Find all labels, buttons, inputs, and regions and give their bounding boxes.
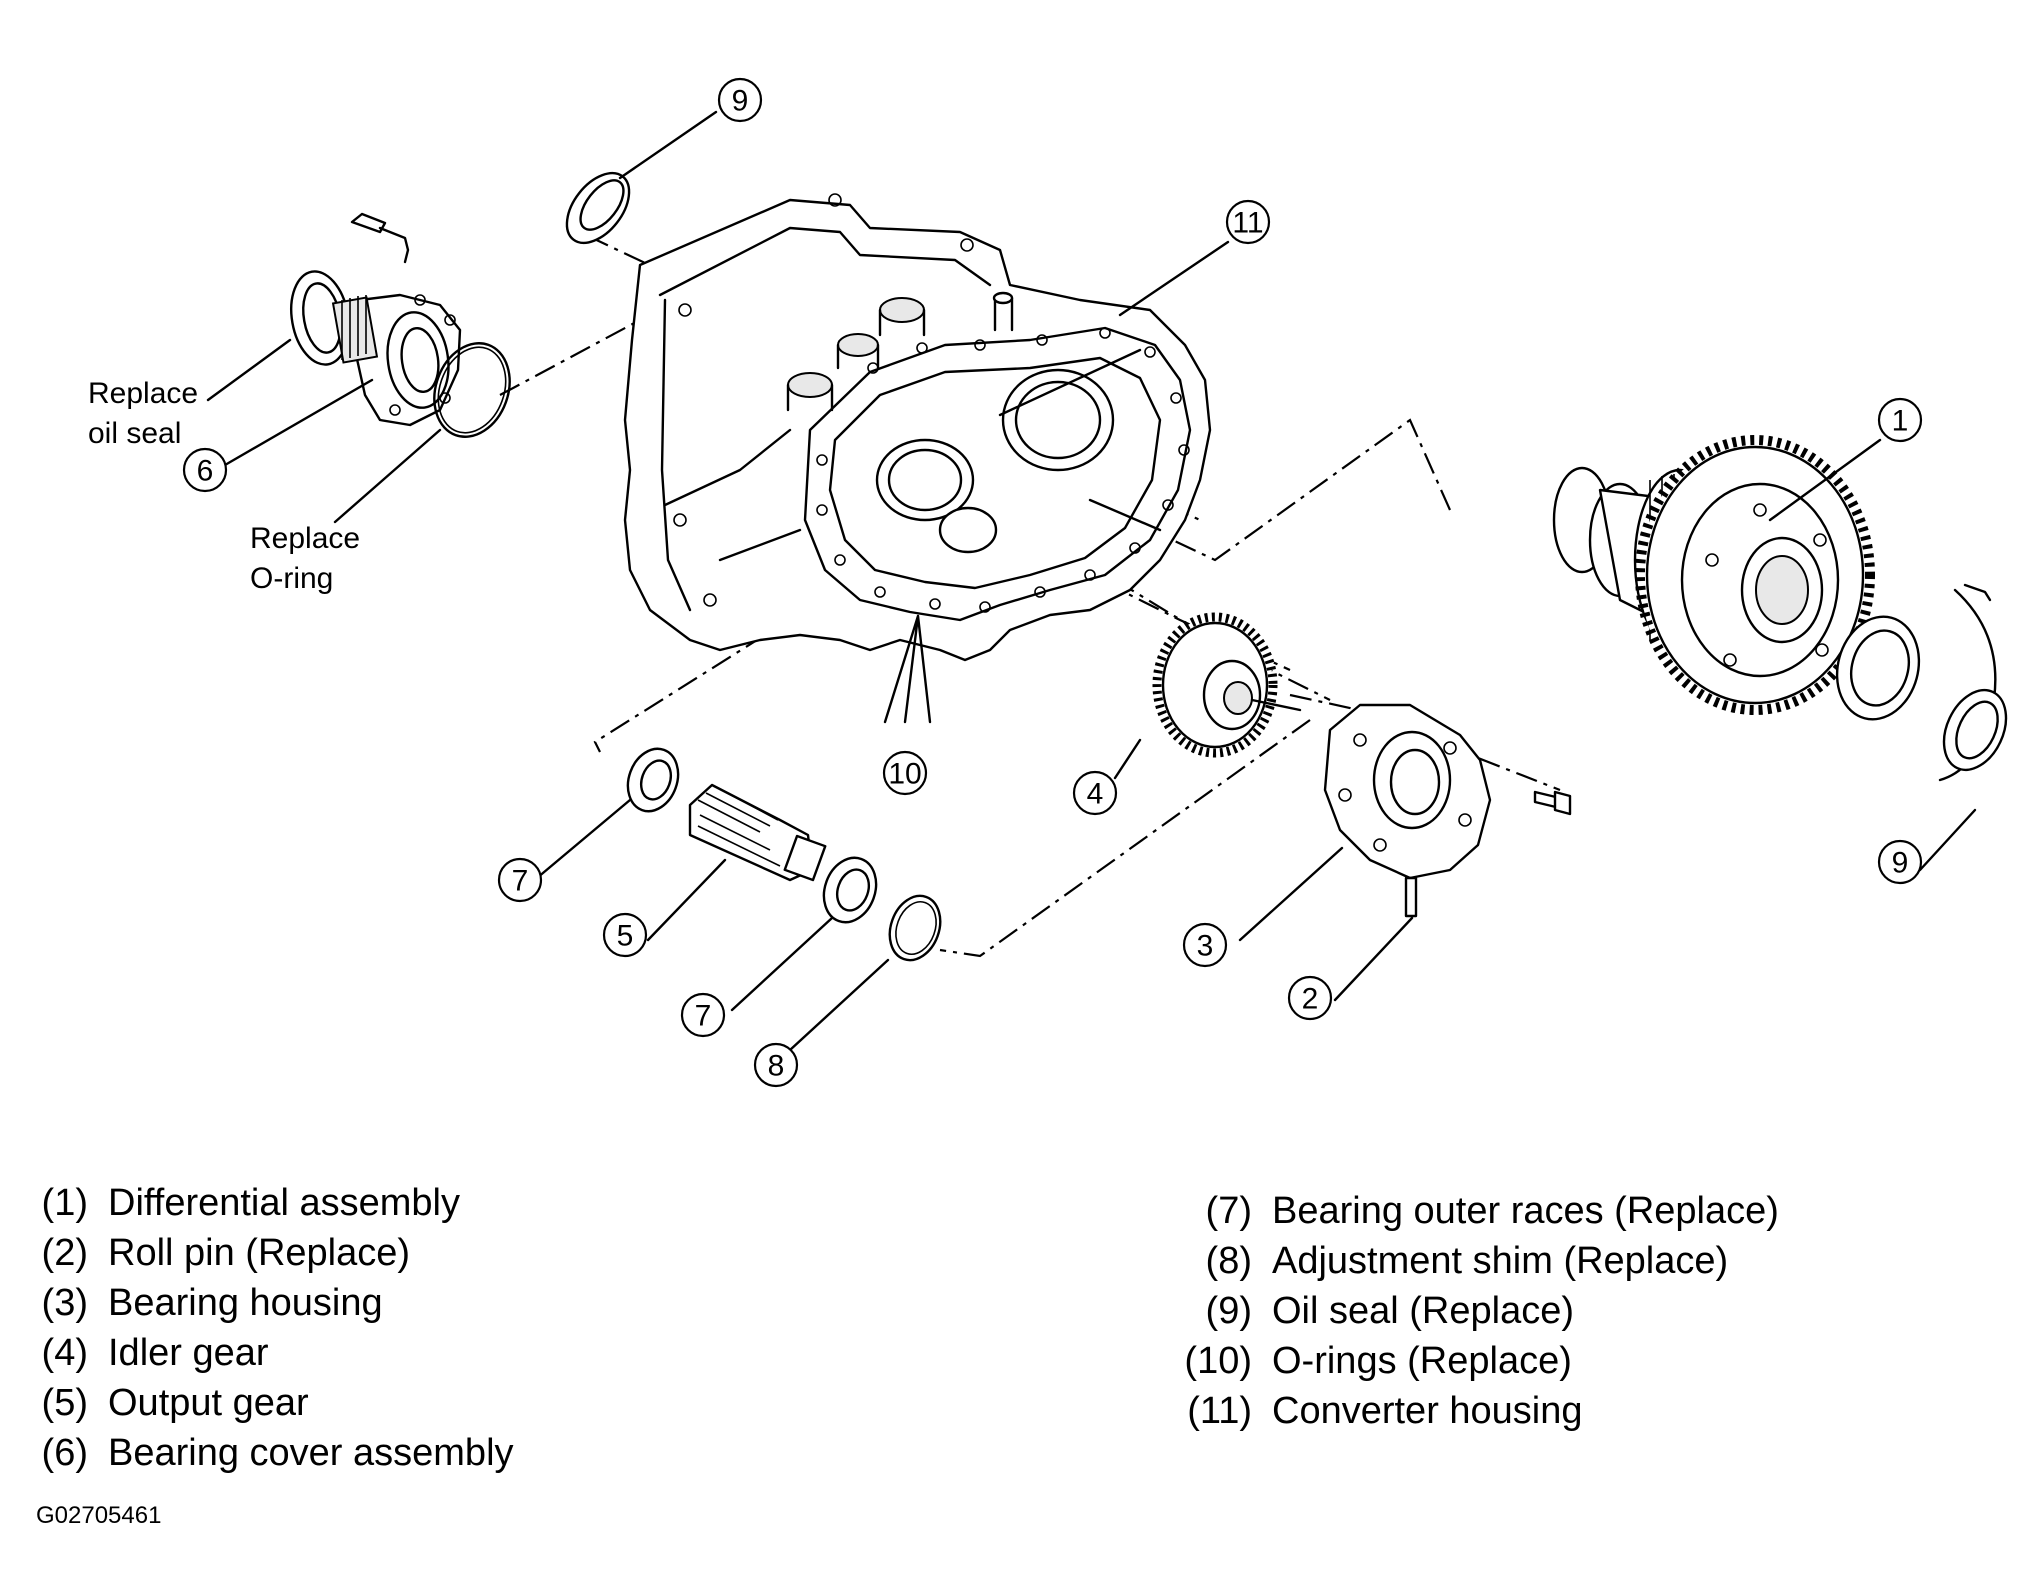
callout-1: 1 (1877, 397, 1923, 443)
legend-item-number: (1) (41, 1182, 88, 1224)
bearing-race-upper (626, 747, 680, 813)
bearing-race-right (1835, 615, 1921, 721)
legend-item: (3) Bearing housing (36, 1278, 514, 1328)
legend-item-label: Adjustment shim (Replace) (1272, 1240, 1729, 1282)
legend-item-label: Bearing cover assembly (108, 1432, 514, 1474)
bolt-bearing-housing (1533, 790, 1572, 816)
svg-text:3: 3 (1197, 930, 1214, 963)
svg-text:8: 8 (768, 1050, 785, 1083)
bearing-housing (1323, 703, 1492, 880)
callout-11: 11 (1225, 199, 1271, 245)
adjustment-shim (888, 894, 942, 962)
legend-item: (1) Differential assembly (36, 1178, 514, 1228)
legend-item-label: Roll pin (Replace) (108, 1232, 411, 1274)
output-gear (688, 783, 827, 882)
svg-text:4: 4 (1087, 778, 1104, 811)
callout-9-top: 9 (717, 77, 763, 123)
svg-text:6: 6 (197, 455, 214, 488)
callout-7-lower: 7 (680, 992, 726, 1038)
note-replace-oil-seal-1: Replace (88, 377, 198, 410)
differential-assembly (1552, 435, 1875, 715)
legend-item-number: (8) (1205, 1240, 1252, 1282)
legend-item-number: (9) (1205, 1290, 1252, 1332)
callout-2: 2 (1287, 975, 1333, 1021)
callout-8: 8 (753, 1042, 799, 1088)
roll-pin (1404, 876, 1418, 918)
legend-right: (7) Bearing outer races (Replace) (8) Adjus… (1180, 1186, 1779, 1436)
legend-item-number: (6) (41, 1432, 88, 1474)
legend-item: (8) Adjustment shim (Replace) (1180, 1236, 1779, 1286)
note-replace-oring-1: Replace (250, 522, 360, 555)
converter-housing (623, 193, 1212, 662)
callout-4: 4 (1072, 770, 1118, 816)
svg-text:2: 2 (1302, 983, 1319, 1016)
legend-item-number: (11) (1187, 1390, 1252, 1432)
legend-item-label: Converter housing (1272, 1390, 1583, 1432)
legend-item: (9) Oil seal (Replace) (1180, 1286, 1779, 1336)
snap-ring-right-tail (1963, 583, 1992, 602)
svg-text:9: 9 (1892, 847, 1909, 880)
svg-text:10: 10 (888, 758, 921, 791)
legend-item-number: (7) (1205, 1190, 1252, 1232)
legend-item: (2) Roll pin (Replace) (36, 1228, 514, 1278)
legend-item: (5) Output gear (36, 1378, 514, 1428)
svg-text:9: 9 (732, 85, 749, 118)
note-replace-oring-2: O-ring (250, 562, 333, 595)
legend-item-label: O-rings (Replace) (1272, 1340, 1572, 1382)
legend-left: (1) Differential assembly (2) Roll pin (Rep… (36, 1178, 514, 1478)
figure-code: G02705461 (36, 1502, 162, 1529)
svg-text:1: 1 (1892, 405, 1909, 438)
svg-text:5: 5 (617, 920, 634, 953)
exploded-view-diagram: 9 11 1 9 6 10 4 3 2 7 5 7 8 Replace oil … (88, 77, 2008, 1088)
callout-7-upper: 7 (497, 857, 543, 903)
leader-lines (206, 110, 1977, 1052)
legend-item-label: Idler gear (108, 1332, 269, 1374)
o-ring-cover (433, 342, 511, 438)
legend-item-number: (10) (1184, 1340, 1252, 1382)
legend-item-label: Differential assembly (108, 1182, 461, 1224)
legend-item-label: Bearing housing (108, 1282, 383, 1324)
legend-item-label: Oil seal (Replace) (1272, 1290, 1574, 1332)
idler-gear (1152, 612, 1302, 758)
svg-text:11: 11 (1232, 207, 1263, 240)
bearing-race-lower (822, 856, 878, 924)
callout-3: 3 (1182, 922, 1228, 968)
legend-item-label: Bearing outer races (Replace) (1272, 1190, 1779, 1232)
legend-item: (11) Converter housing (1180, 1386, 1779, 1436)
oil-seal-right (1942, 688, 2008, 772)
legend-item: (10) O-rings (Replace) (1180, 1336, 1779, 1386)
legend-item: (4) Idler gear (36, 1328, 514, 1378)
legend-item-number: (4) (41, 1332, 88, 1374)
legend-item-number: (5) (41, 1382, 88, 1424)
legend-item: (7) Bearing outer races (Replace) (1180, 1186, 1779, 1236)
legend-item-label: Output gear (108, 1382, 309, 1424)
callout-6: 6 (182, 447, 228, 493)
callout-10: 10 (882, 750, 928, 796)
svg-text:7: 7 (695, 1000, 712, 1033)
callout-9-right: 9 (1877, 839, 1923, 885)
svg-text:7: 7 (512, 865, 529, 898)
legend-item: (6) Bearing cover assembly (36, 1428, 514, 1478)
note-replace-oil-seal-2: oil seal (88, 417, 181, 450)
callout-5: 5 (602, 912, 648, 958)
legend-item-number: (2) (41, 1232, 88, 1274)
legend-item-number: (3) (41, 1282, 88, 1324)
